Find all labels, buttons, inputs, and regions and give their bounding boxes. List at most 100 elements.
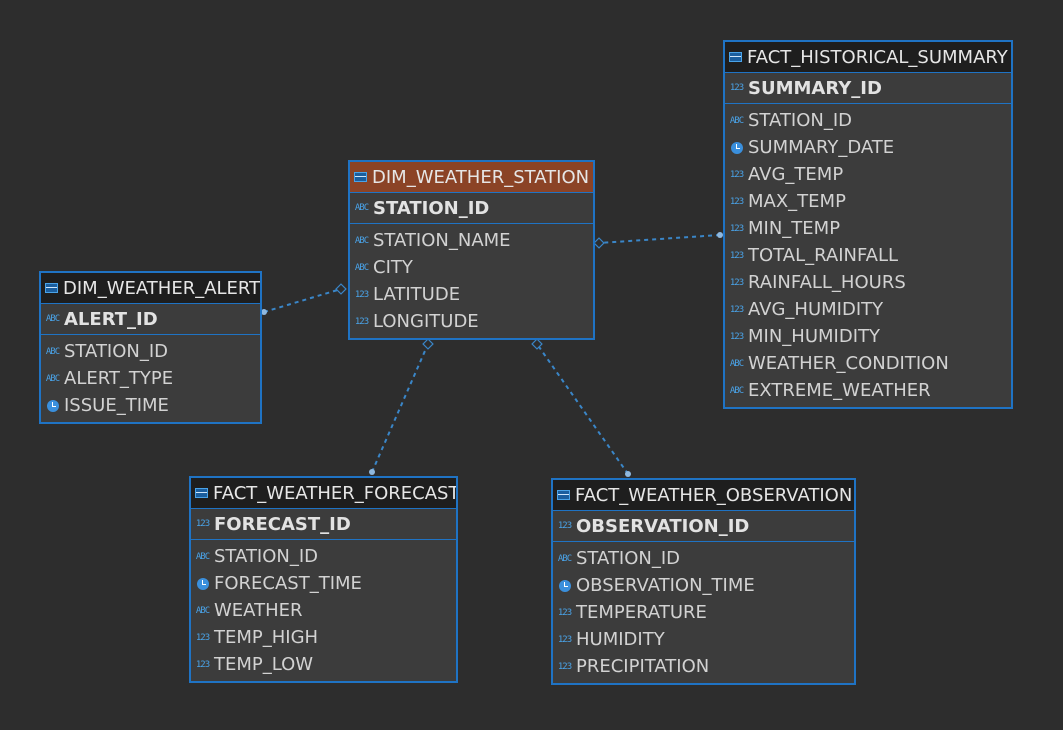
entity-header[interactable]: DIM_WEATHER_ALERT: [41, 273, 260, 304]
column-observation-time[interactable]: OBSERVATION_TIME: [553, 572, 854, 599]
column-station-id[interactable]: ABC STATION_ID: [191, 543, 456, 570]
numeric-type-icon: 123: [354, 289, 369, 300]
pk-column-summary-id[interactable]: 123 SUMMARY_ID: [725, 73, 1011, 104]
link-source-dot: [369, 469, 375, 475]
column-name: STATION_ID: [373, 197, 490, 219]
column-name: AVG_HUMIDITY: [748, 299, 884, 320]
date-type-icon: [194, 577, 211, 590]
string-type-icon: ABC: [45, 314, 60, 324]
string-type-icon: ABC: [729, 385, 744, 396]
column-avg-temp[interactable]: 123 AVG_TEMP: [725, 161, 1011, 188]
entity-header[interactable]: FACT_WEATHER_OBSERVATION: [553, 480, 854, 511]
column-name: MIN_HUMIDITY: [748, 326, 881, 347]
link-line: [263, 288, 342, 313]
entity-header[interactable]: FACT_WEATHER_FORECAST: [191, 478, 456, 509]
link-fact-historical-summary-to-dim-weather-station[interactable]: [593, 232, 723, 249]
numeric-type-icon: 123: [557, 607, 572, 618]
column-name: WEATHER_CONDITION: [748, 353, 949, 374]
column-forecast-time[interactable]: FORECAST_TIME: [191, 570, 456, 597]
column-name: ALERT_ID: [64, 308, 158, 330]
entity-header[interactable]: DIM_WEATHER_STATION: [350, 162, 593, 193]
entity-fact-weather-forecast[interactable]: FACT_WEATHER_FORECAST 123 FORECAST_ID ABC ST…: [189, 476, 458, 683]
clock-icon: [730, 141, 743, 154]
numeric-type-icon: 123: [729, 169, 744, 180]
entity-title: DIM_WEATHER_ALERT: [63, 277, 260, 299]
column-name: ALERT_TYPE: [64, 368, 174, 389]
column-name: LATITUDE: [373, 284, 461, 305]
column-name: STATION_ID: [576, 548, 681, 569]
column-name: TEMPERATURE: [576, 602, 707, 623]
column-summary-date[interactable]: SUMMARY_DATE: [725, 134, 1011, 161]
numeric-type-icon: 123: [195, 519, 210, 529]
column-extreme-weather[interactable]: ABC EXTREME_WEATHER: [725, 377, 1011, 404]
column-temperature[interactable]: 123 TEMPERATURE: [553, 599, 854, 626]
link-fact-weather-forecast-to-dim-weather-station[interactable]: [369, 338, 434, 475]
pk-column-alert-id[interactable]: ABC ALERT_ID: [41, 304, 260, 335]
column-name: FORECAST_ID: [214, 513, 351, 535]
column-issue-time[interactable]: ISSUE_TIME: [41, 392, 260, 419]
link-line: [598, 234, 721, 244]
column-name: STATION_ID: [214, 546, 319, 567]
string-type-icon: ABC: [195, 551, 210, 562]
numeric-type-icon: 123: [729, 250, 744, 261]
column-name: LONGITUDE: [373, 311, 479, 332]
string-type-icon: ABC: [45, 346, 60, 357]
link-target-diamond: [422, 338, 434, 350]
numeric-type-icon: 123: [729, 83, 744, 93]
link-target-diamond: [531, 338, 543, 350]
column-name: TEMP_HIGH: [214, 627, 319, 648]
entity-title: FACT_HISTORICAL_SUMMARY: [747, 46, 1008, 68]
column-name: SUMMARY_ID: [748, 77, 882, 99]
entity-header[interactable]: FACT_HISTORICAL_SUMMARY: [725, 42, 1011, 73]
entity-title: FACT_WEATHER_OBSERVATION: [575, 484, 853, 506]
link-dim-weather-alert-to-dim-weather-station[interactable]: [261, 283, 347, 315]
column-name: STATION_ID: [748, 110, 853, 131]
link-fact-weather-observation-to-dim-weather-station[interactable]: [531, 338, 631, 477]
column-latitude[interactable]: 123 LATITUDE: [350, 281, 593, 308]
pk-column-forecast-id[interactable]: 123 FORECAST_ID: [191, 509, 456, 540]
clock-icon: [558, 579, 571, 592]
column-name: AVG_TEMP: [748, 164, 844, 185]
column-name: EXTREME_WEATHER: [748, 380, 931, 401]
link-source-dot: [625, 471, 631, 477]
string-type-icon: ABC: [354, 235, 369, 246]
date-type-icon: [556, 579, 573, 592]
entity-title: FACT_WEATHER_FORECAST: [213, 482, 456, 504]
table-icon: [557, 490, 570, 500]
column-name: FORECAST_TIME: [214, 573, 362, 594]
entity-title: DIM_WEATHER_STATION: [372, 166, 590, 188]
date-type-icon: [44, 399, 61, 412]
clock-icon: [196, 577, 209, 590]
